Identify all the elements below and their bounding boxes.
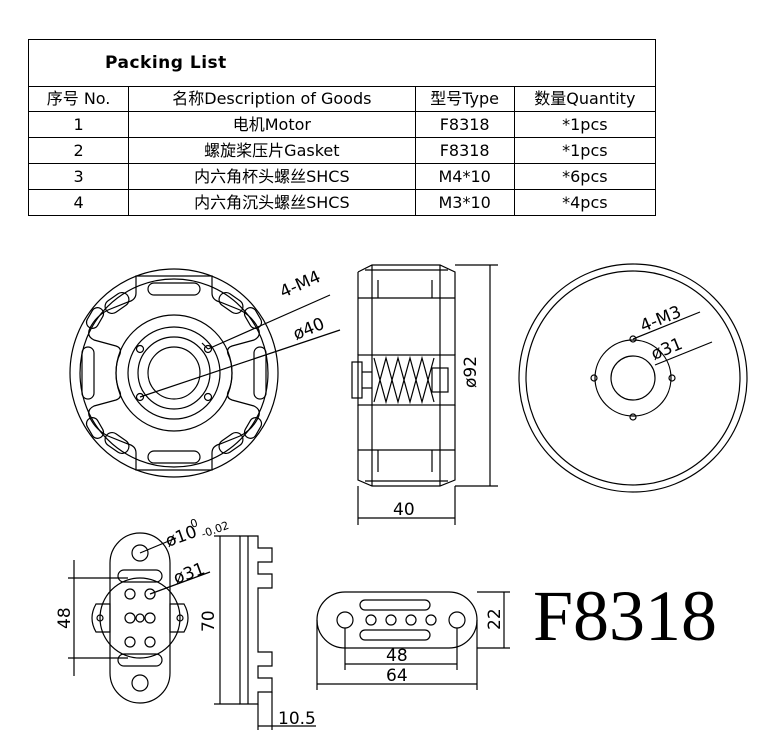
gasket-tol-upper: 0 bbox=[189, 516, 200, 531]
gasket-thickness-label: 10.5 bbox=[278, 709, 316, 729]
front-holes-label: 4-M4 bbox=[277, 267, 324, 303]
back-diameter-label: ø31 bbox=[648, 334, 685, 365]
m4-hole-icon bbox=[135, 344, 145, 354]
row-type: M4*10 bbox=[414, 163, 515, 190]
table-row: 1 电机Motor F8318 *1pcs bbox=[27, 111, 657, 138]
plate-inner-label: 48 bbox=[386, 646, 408, 666]
row-type: M3*10 bbox=[414, 189, 515, 216]
row-description: 电机Motor bbox=[128, 111, 416, 138]
row-quantity: *6pcs bbox=[513, 163, 657, 190]
table-row: 4 内六角沉头螺丝SHCS M3*10 *4pcs bbox=[27, 189, 657, 216]
row-no: 3 bbox=[27, 163, 130, 190]
header-no: 序号 No. bbox=[27, 86, 130, 112]
side-diameter-label: ø92 bbox=[461, 356, 481, 388]
gasket-tol-lower: -0.02 bbox=[200, 519, 231, 541]
m4-hole-icon bbox=[203, 344, 213, 354]
motor-back-view bbox=[518, 263, 748, 493]
front-diameter-label: ø40 bbox=[290, 314, 327, 345]
packing-list-title: Packing List bbox=[28, 39, 656, 87]
header-type: 型号Type bbox=[414, 86, 515, 112]
gasket-circle-label: ø31 bbox=[171, 559, 208, 589]
side-height-label: 40 bbox=[393, 500, 415, 520]
row-quantity: *4pcs bbox=[513, 189, 657, 216]
packing-list-table: Packing List 序号 No. 名称Description of Goo… bbox=[27, 39, 657, 216]
back-holes-label: 4-M3 bbox=[637, 302, 684, 336]
plate-outer-label: 64 bbox=[386, 666, 408, 686]
gasket-front-view bbox=[68, 532, 211, 704]
row-no: 4 bbox=[27, 189, 130, 216]
row-description: 内六角杯头螺丝SHCS bbox=[128, 163, 416, 190]
table-row: 3 内六角杯头螺丝SHCS M4*10 *6pcs bbox=[27, 163, 657, 190]
motor-side-view bbox=[351, 264, 498, 525]
row-description: 螺旋桨压片Gasket bbox=[128, 137, 416, 164]
gasket-side-height-label: 70 bbox=[199, 610, 219, 632]
header-quantity: 数量Quantity bbox=[513, 86, 657, 112]
m3-hole-icon bbox=[629, 413, 637, 421]
row-type: F8318 bbox=[414, 111, 515, 138]
plate-height-label: 22 bbox=[485, 608, 505, 630]
m3-hole-icon bbox=[668, 374, 676, 382]
motor-front-view bbox=[69, 268, 341, 478]
row-description: 内六角沉头螺丝SHCS bbox=[128, 189, 416, 216]
m3-hole-icon bbox=[590, 374, 598, 382]
m4-hole-icon bbox=[135, 392, 145, 402]
gasket-height-label: 48 bbox=[55, 607, 75, 629]
gasket-side-view bbox=[214, 535, 316, 730]
m4-hole-icon bbox=[203, 392, 213, 402]
model-name: F8318 bbox=[533, 576, 717, 656]
gasket-plate-view bbox=[316, 591, 510, 690]
m3-hole-icon bbox=[629, 335, 637, 343]
